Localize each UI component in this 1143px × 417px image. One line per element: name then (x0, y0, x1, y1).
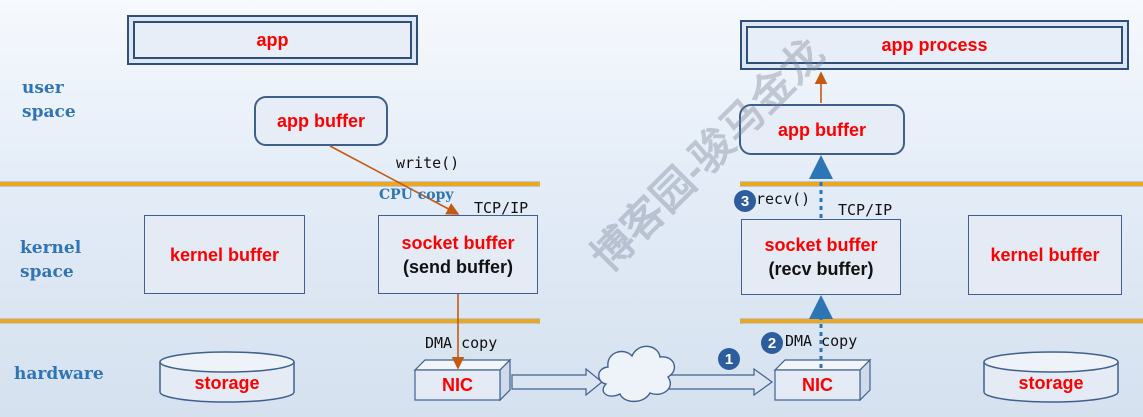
recv-kernel-buffer-label: kernel buffer (990, 245, 1100, 265)
send-kernel-buffer-label: kernel buffer (169, 244, 280, 265)
recv-socket-buffer: socket buffer (recv buffer) (741, 219, 901, 295)
send-socket-buffer: socket buffer (send buffer) (378, 215, 538, 294)
recv-tcpip-label: TCP/IP (838, 201, 893, 219)
send-nic: NIC (415, 370, 500, 400)
user-kernel-boundary-left (0, 181, 540, 187)
send-socket-buffer-label: socket buffer (401, 232, 515, 253)
recv-kernel-buffer: kernel buffer (968, 215, 1122, 295)
kernel-hardware-boundary-right (740, 318, 1143, 324)
write-call-label: write() (396, 154, 460, 172)
write-cpu-copy-arrow (329, 145, 460, 215)
user-space-label: user space (22, 76, 76, 124)
recv-dma-copy-label: DMA copy (785, 332, 858, 350)
step-1-badge: 1 (718, 348, 740, 370)
cloud-to-nic-arrow (667, 367, 774, 397)
send-app-buffer-label: app buffer (277, 111, 365, 131)
recv-call-label: recv() (756, 190, 811, 208)
app-process-box: app process (740, 20, 1129, 70)
step-3-badge: 3 (734, 190, 756, 212)
step-2-badge: 2 (761, 332, 783, 354)
send-kernel-buffer: kernel buffer (144, 215, 305, 294)
send-app-buffer: app buffer (254, 96, 388, 146)
kernel-space-label: kernel space (20, 236, 81, 284)
network-cloud-icon (598, 345, 676, 403)
kernel-space-line1: kernel (20, 238, 82, 258)
recv-storage-cylinder (983, 351, 1119, 403)
recv-socket-buffer-label: socket buffer (764, 235, 878, 255)
send-tcpip-label: TCP/IP (474, 199, 529, 217)
kernel-hardware-boundary-left (0, 318, 540, 324)
recv-app-buffer-label: app buffer (778, 119, 866, 140)
recv-storage-label: storage (1018, 373, 1084, 393)
send-dma-copy-label: DMA copy (425, 334, 498, 352)
user-space-line1: user (22, 78, 64, 98)
app-label: app (256, 30, 289, 50)
recv-storage: storage (984, 368, 1118, 398)
nic-to-cloud-arrow (511, 367, 603, 397)
user-space-line2: space (22, 102, 76, 122)
send-storage-cylinder (159, 351, 295, 403)
user-kernel-boundary-right (740, 181, 1143, 187)
send-storage-label: storage (194, 373, 260, 393)
kernel-space-line2: space (20, 262, 74, 282)
send-buffer-label: (send buffer) (403, 256, 513, 277)
hardware-label: hardware (14, 364, 104, 384)
recv-nic: NIC (775, 370, 860, 400)
app-box: app (127, 15, 418, 65)
send-nic-label: NIC (442, 375, 473, 395)
send-storage: storage (160, 368, 294, 398)
recv-nic-label: NIC (802, 375, 833, 395)
recv-buffer-label: (recv buffer) (768, 259, 874, 279)
cpu-copy-label: CPU copy (379, 187, 454, 203)
app-process-label: app process (881, 35, 988, 55)
recv-app-buffer: app buffer (739, 104, 905, 155)
